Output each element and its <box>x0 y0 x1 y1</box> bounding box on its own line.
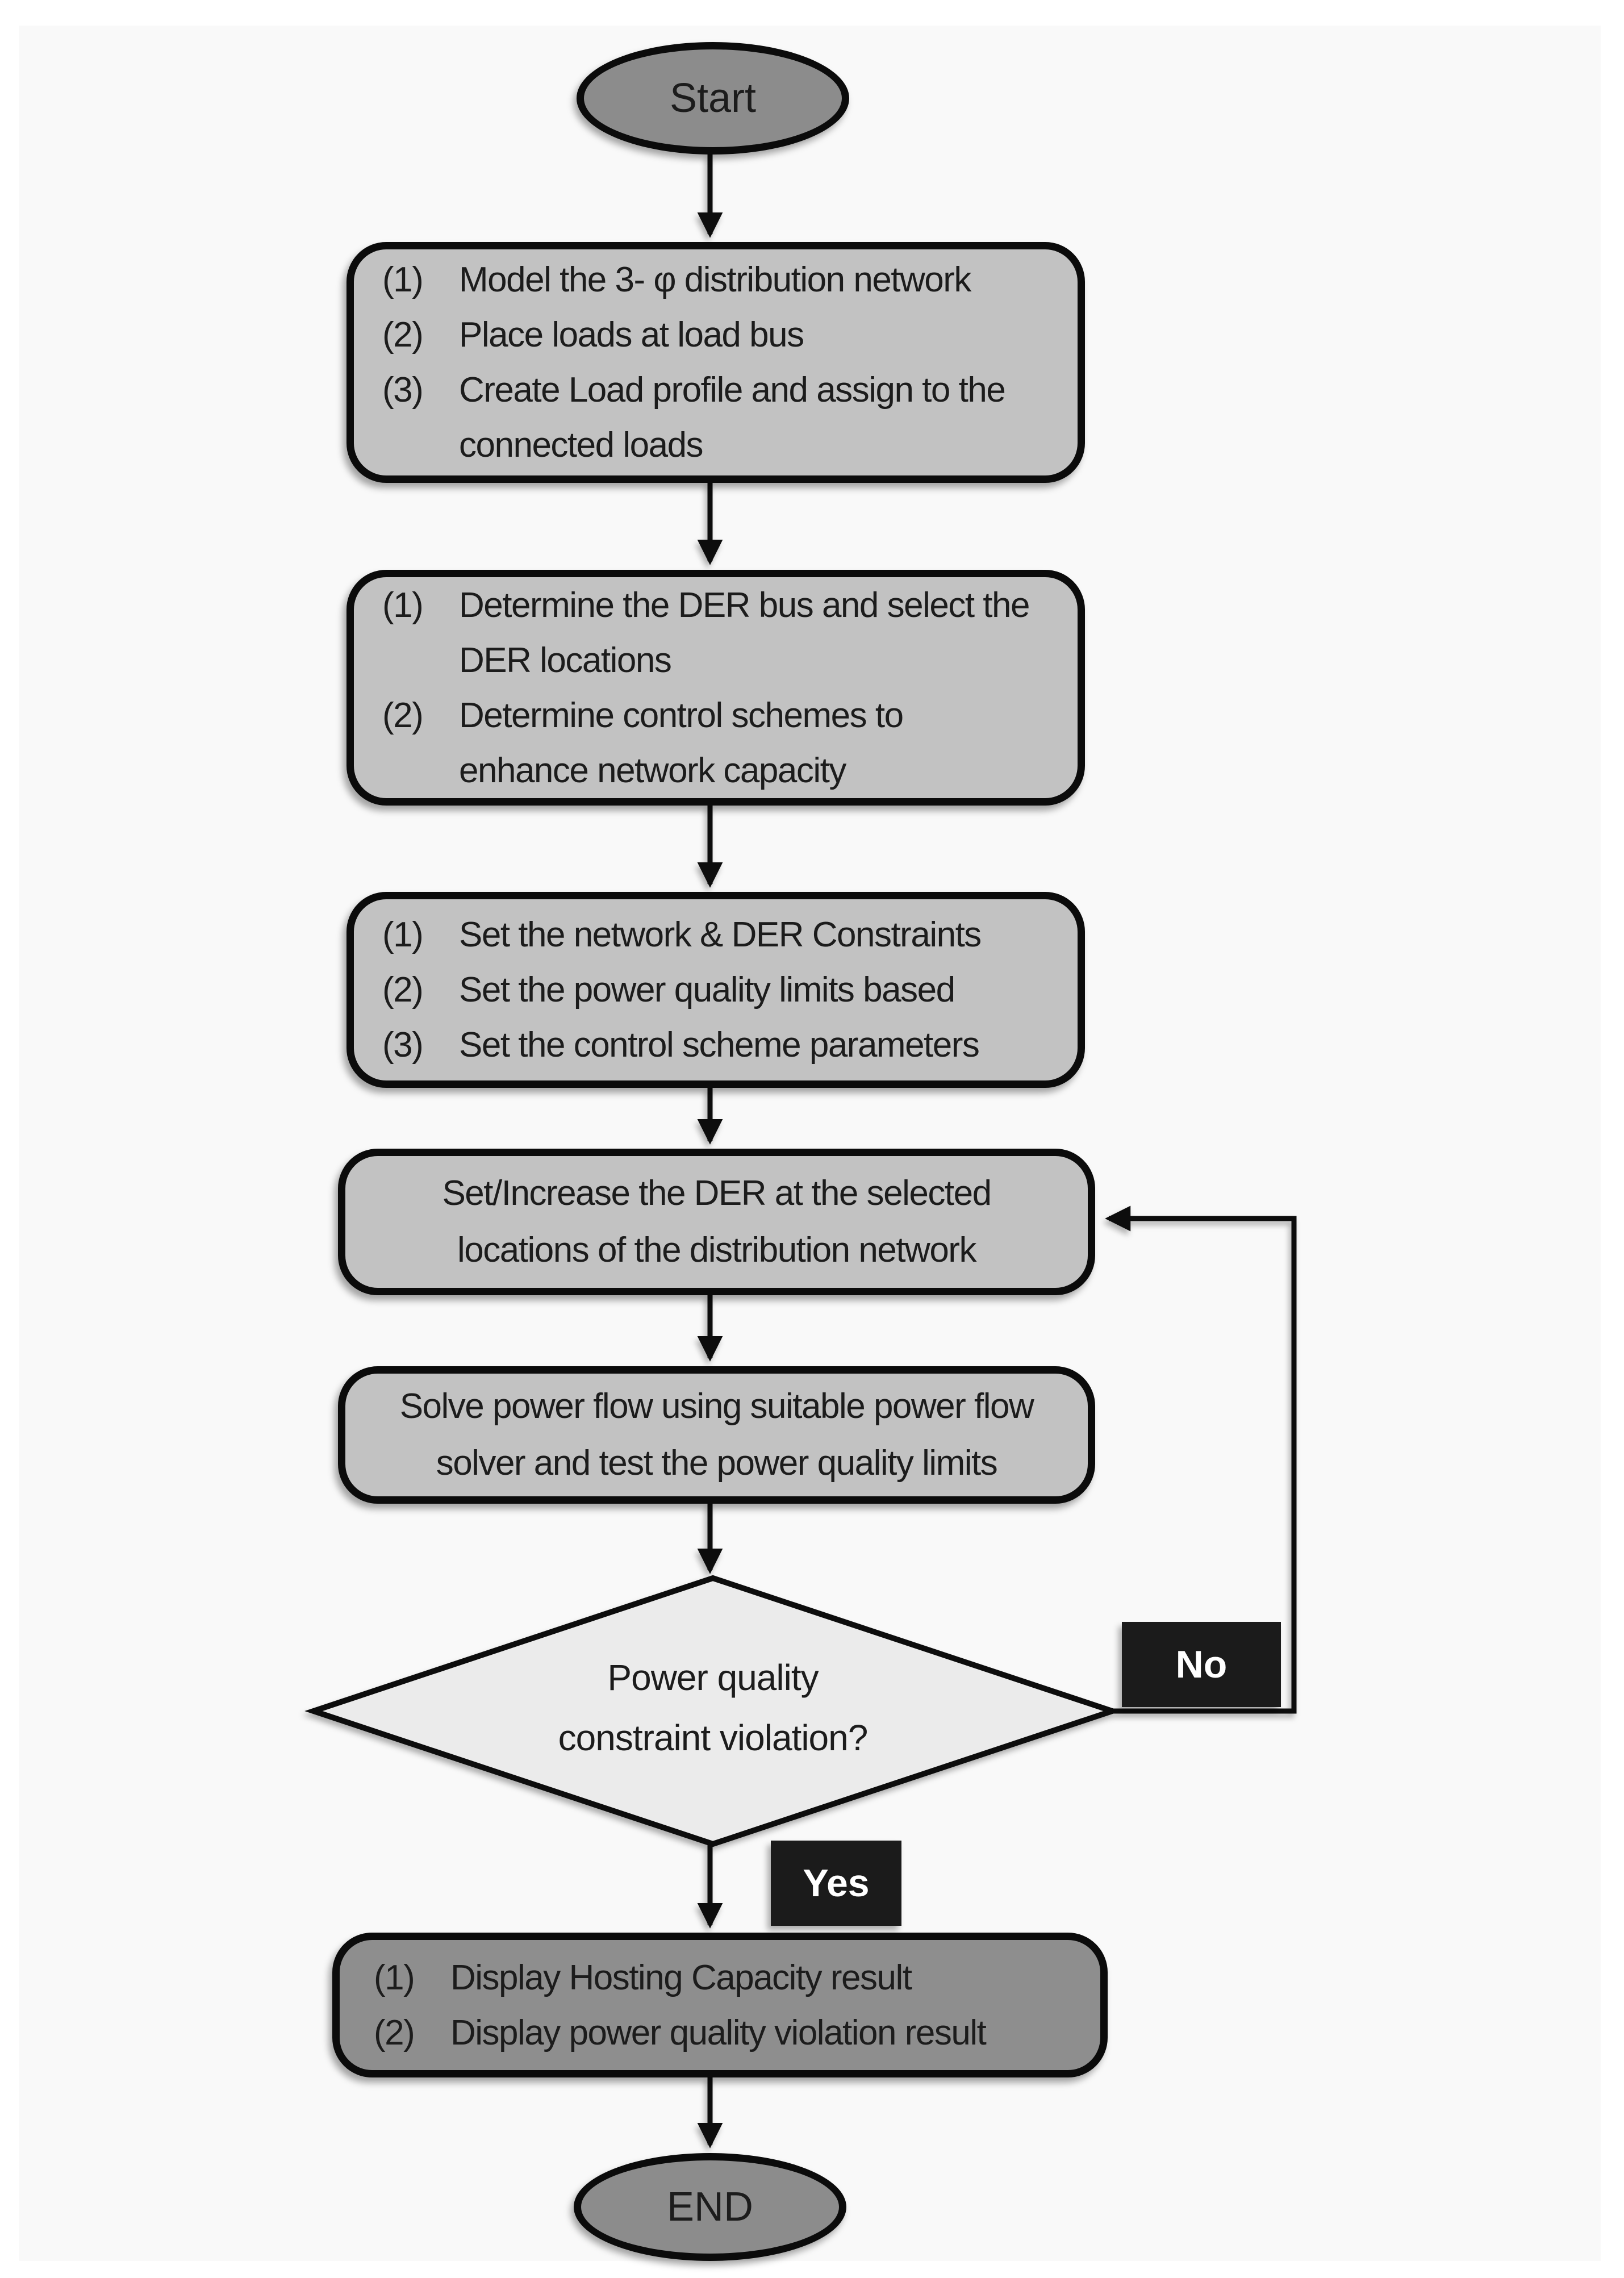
no-text: No <box>1175 1643 1228 1686</box>
item-text: Create Load profile and assign to the co… <box>459 370 1006 465</box>
item-number: (1) <box>374 1958 415 1997</box>
list-item: (2) Display power quality violation resu… <box>374 2005 1078 2060</box>
process-box-set-increase-der: Set/Increase the DER at the selected loc… <box>338 1149 1095 1295</box>
list-item: (1) Display Hosting Capacity result <box>374 1950 1078 2005</box>
process-box-der-locations: (1) Determine the DER bus and select the… <box>346 570 1085 806</box>
start-node: Start <box>577 42 849 155</box>
list-item: (2) Place loads at load bus <box>382 307 1055 362</box>
no-label: No <box>1122 1622 1281 1707</box>
item-number: (2) <box>374 2013 415 2052</box>
decision-diamond <box>304 1575 1121 1847</box>
item-text: Display Hosting Capacity result <box>450 1958 912 1997</box>
process-box-constraints: (1) Set the network & DER Constraints (2… <box>346 892 1085 1088</box>
loop-no-connector <box>1105 1205 1297 1714</box>
item-text: Display power quality violation result <box>450 2013 987 2052</box>
item-number: (1) <box>382 260 424 299</box>
result-box-display: (1) Display Hosting Capacity result (2) … <box>332 1933 1108 2077</box>
end-label: END <box>666 2184 753 2230</box>
list-item: (1) Set the network & DER Constraints <box>382 907 1055 962</box>
process-text: Set/Increase the DER at the selected loc… <box>442 1174 992 1270</box>
item-number: (3) <box>382 1025 424 1065</box>
yes-label: Yes <box>771 1841 901 1926</box>
item-number: (1) <box>382 915 424 954</box>
end-node: END <box>574 2153 846 2261</box>
item-text: Determine control schemes to enhance net… <box>459 695 904 790</box>
item-text: Set the power quality limits based <box>459 970 955 1009</box>
start-label: Start <box>669 76 757 121</box>
process-box-solve-power-flow: Solve power flow using suitable power fl… <box>338 1366 1095 1504</box>
list-item: (1) Model the 3- φ distribution network <box>382 252 1055 307</box>
item-text: Model the 3- φ distribution network <box>459 260 971 299</box>
item-number: (2) <box>382 315 424 354</box>
list-item: (1) Determine the DER bus and select the… <box>382 578 1055 688</box>
yes-text: Yes <box>803 1862 870 1905</box>
item-text: Set the network & DER Constraints <box>459 915 982 954</box>
process-text: Solve power flow using suitable power fl… <box>399 1387 1034 1483</box>
item-number: (2) <box>382 970 424 1009</box>
item-number: (3) <box>382 370 424 410</box>
process-box-model-network: (1) Model the 3- φ distribution network … <box>346 242 1085 483</box>
decision-label: Power quality constraint violation? <box>558 1657 869 1758</box>
list-item: (3) Set the control scheme parameters <box>382 1017 1055 1073</box>
item-number: (1) <box>382 585 424 625</box>
item-text: Place loads at load bus <box>459 315 804 354</box>
item-text: Set the control scheme parameters <box>459 1025 980 1065</box>
list-item: (2) Set the power quality limits based <box>382 962 1055 1017</box>
list-item: (2) Determine control schemes to enhance… <box>382 688 1055 798</box>
list-item: (3) Create Load profile and assign to th… <box>382 362 1055 473</box>
item-text: Determine the DER bus and select the DER… <box>459 585 1030 680</box>
item-number: (2) <box>382 695 424 735</box>
